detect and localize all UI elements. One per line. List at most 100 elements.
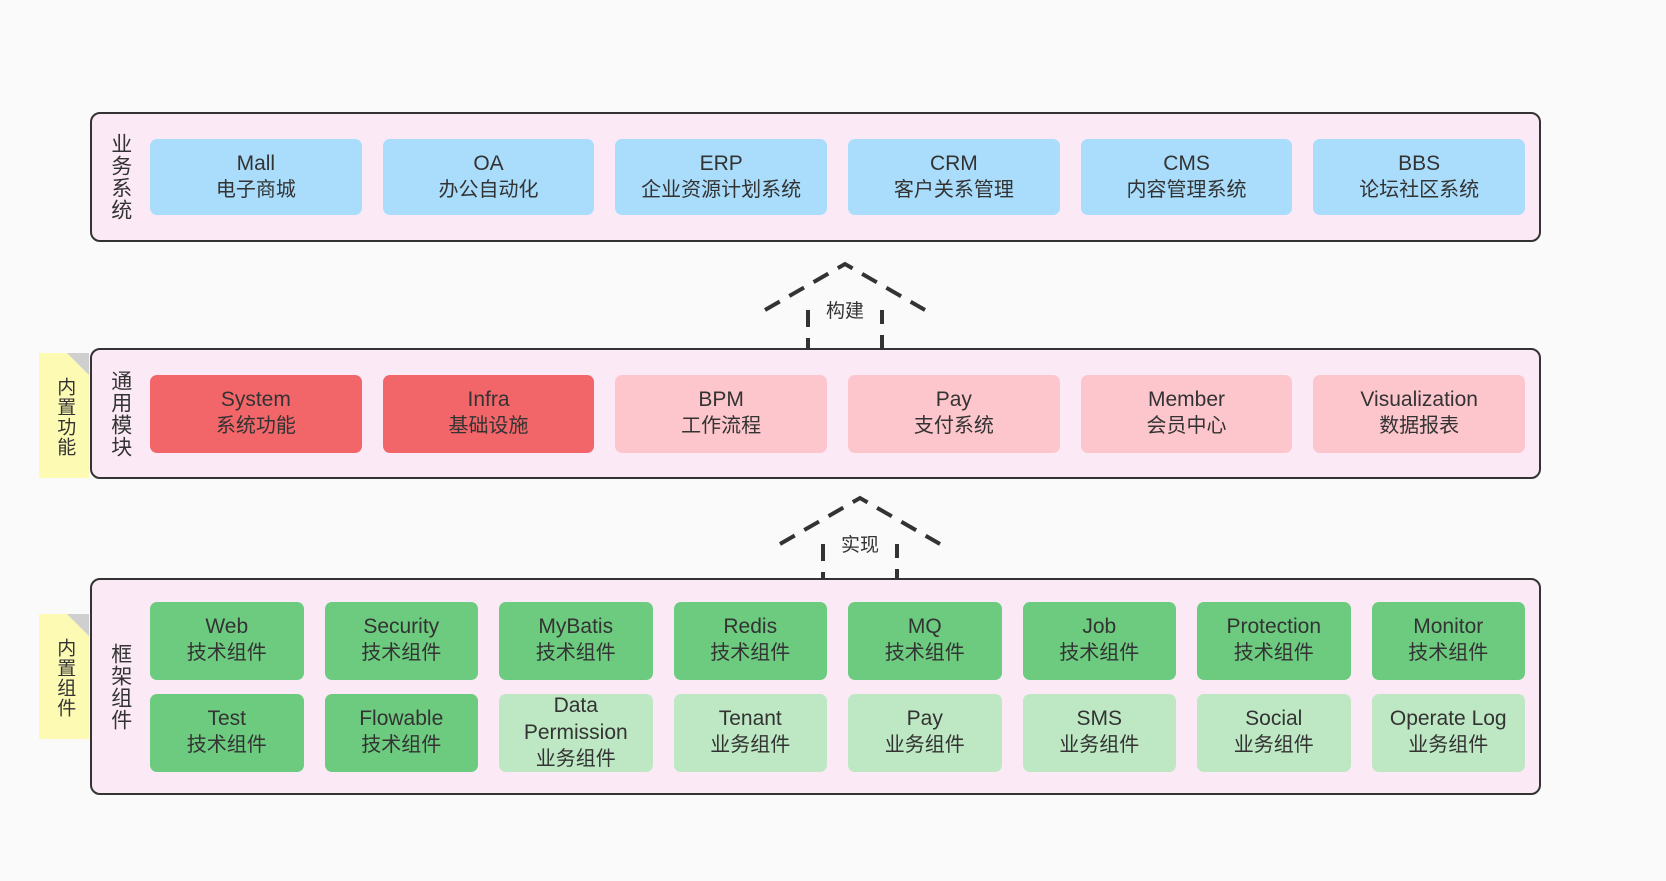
card-title: Tenant bbox=[718, 707, 782, 731]
card-row: Mall 电子商城 OA 办公自动化 ERP 企业资源计划系统 CRM 客户关系… bbox=[150, 139, 1526, 215]
card-row: Web 技术组件 Security 技术组件 MyBatis 技术组件 Redi… bbox=[150, 601, 1525, 680]
card-subtitle: 技术组件 bbox=[710, 642, 791, 665]
card-mall[interactable]: Mall 电子商城 bbox=[150, 139, 362, 215]
card-subtitle: 技术组件 bbox=[186, 642, 267, 665]
card-subtitle: 业务组件 bbox=[1408, 734, 1489, 757]
card-subtitle: 基础设施 bbox=[448, 415, 529, 438]
card-title: Mall bbox=[236, 151, 276, 175]
card-title: Job bbox=[1082, 615, 1117, 639]
card-crm[interactable]: CRM 客户关系管理 bbox=[848, 139, 1060, 215]
card-tenant[interactable]: Tenant 业务组件 bbox=[673, 693, 827, 772]
band-body-common-modules: System 系统功能 Infra 基础设施 BPM 工作流程 Pay 支付系统… bbox=[140, 360, 1526, 467]
card-subtitle: 技术组件 bbox=[535, 642, 616, 665]
card-title: Visualization bbox=[1360, 388, 1478, 412]
card-bbs[interactable]: BBS 论坛社区系统 bbox=[1313, 139, 1526, 215]
band-label-framework-components: 框架组件 bbox=[108, 642, 132, 731]
card-subtitle: 业务组件 bbox=[1059, 734, 1140, 757]
folded-corner-icon bbox=[67, 353, 89, 375]
card-subtitle: 业务组件 bbox=[884, 734, 965, 757]
card-pay-component[interactable]: Pay 业务组件 bbox=[848, 693, 1002, 772]
card-web[interactable]: Web 技术组件 bbox=[150, 601, 304, 680]
card-title: Flowable bbox=[359, 707, 444, 731]
card-title: Redis bbox=[723, 615, 778, 639]
card-pay[interactable]: Pay 支付系统 bbox=[848, 374, 1060, 453]
card-test[interactable]: Test 技术组件 bbox=[150, 693, 304, 772]
card-title: OA bbox=[473, 151, 504, 175]
card-monitor[interactable]: Monitor 技术组件 bbox=[1371, 601, 1525, 680]
card-subtitle: 支付系统 bbox=[913, 415, 994, 438]
connector-label: 实现 bbox=[837, 530, 883, 557]
card-title: MyBatis bbox=[538, 615, 614, 639]
connector-label: 构建 bbox=[822, 296, 868, 323]
card-subtitle: 企业资源计划系统 bbox=[641, 178, 802, 201]
card-title: BPM bbox=[698, 388, 744, 412]
card-subtitle: 客户关系管理 bbox=[893, 178, 1014, 201]
card-subtitle: 系统功能 bbox=[215, 415, 296, 438]
card-subtitle: 业务组件 bbox=[1233, 734, 1314, 757]
sticky-note-label: 内置组件 bbox=[54, 637, 76, 718]
card-subtitle: 技术组件 bbox=[1059, 642, 1140, 665]
card-title: Operate Log bbox=[1389, 707, 1507, 731]
card-infra[interactable]: Infra 基础设施 bbox=[382, 374, 595, 453]
card-title: MQ bbox=[907, 615, 942, 639]
band-common-modules: 通用模块 System 系统功能 Infra 基础设施 BPM 工作流程 Pay… bbox=[90, 348, 1541, 479]
card-title: Data Permission bbox=[523, 693, 628, 744]
card-flowable[interactable]: Flowable 技术组件 bbox=[324, 693, 478, 772]
card-security[interactable]: Security 技术组件 bbox=[324, 601, 478, 680]
card-title: Test bbox=[207, 707, 246, 731]
card-row: System 系统功能 Infra 基础设施 BPM 工作流程 Pay 支付系统… bbox=[150, 374, 1526, 453]
card-subtitle: 业务组件 bbox=[710, 734, 791, 757]
card-title: Member bbox=[1148, 388, 1226, 412]
card-subtitle: 数据报表 bbox=[1379, 415, 1460, 438]
band-label-common-modules: 通用模块 bbox=[108, 369, 132, 458]
card-title: Monitor bbox=[1413, 615, 1484, 639]
card-cms[interactable]: CMS 内容管理系统 bbox=[1080, 139, 1293, 215]
card-mybatis[interactable]: MyBatis 技术组件 bbox=[499, 601, 653, 680]
sticky-note-builtin-functions: 内置功能 bbox=[39, 353, 89, 478]
band-body-business-system: Mall 电子商城 OA 办公自动化 ERP 企业资源计划系统 CRM 客户关系… bbox=[140, 124, 1526, 230]
card-subtitle: 会员中心 bbox=[1146, 415, 1227, 438]
generalization-arrow-icon bbox=[764, 261, 926, 352]
card-title: CRM bbox=[929, 151, 978, 175]
card-mq[interactable]: MQ 技术组件 bbox=[848, 601, 1002, 680]
band-business-system: 业务系统 Mall 电子商城 OA 办公自动化 ERP 企业资源计划系统 CRM… bbox=[90, 112, 1541, 242]
connector-implement: 实现 bbox=[775, 492, 945, 588]
card-title: Web bbox=[205, 615, 249, 639]
card-sms[interactable]: SMS 业务组件 bbox=[1022, 693, 1176, 772]
card-title: Social bbox=[1245, 707, 1303, 731]
card-title: ERP bbox=[699, 151, 743, 175]
card-title: Pay bbox=[906, 707, 943, 731]
card-job[interactable]: Job 技术组件 bbox=[1022, 601, 1176, 680]
generalization-arrow-icon bbox=[779, 495, 941, 586]
card-visualization[interactable]: Visualization 数据报表 bbox=[1313, 374, 1526, 453]
card-title: CMS bbox=[1163, 151, 1210, 175]
card-subtitle: 技术组件 bbox=[361, 734, 442, 757]
card-subtitle: 技术组件 bbox=[1408, 642, 1489, 665]
card-bpm[interactable]: BPM 工作流程 bbox=[615, 374, 828, 453]
band-framework-components: 框架组件 Web 技术组件 Security 技术组件 MyBatis 技术组件… bbox=[90, 578, 1541, 795]
card-title: Infra bbox=[467, 388, 510, 412]
card-subtitle: 技术组件 bbox=[361, 642, 442, 665]
card-redis[interactable]: Redis 技术组件 bbox=[673, 601, 827, 680]
card-title: System bbox=[220, 388, 291, 412]
card-row: Test 技术组件 Flowable 技术组件 Data Permission … bbox=[150, 693, 1525, 772]
folded-corner-icon bbox=[67, 614, 89, 636]
card-social[interactable]: Social 业务组件 bbox=[1197, 693, 1351, 772]
card-subtitle: 工作流程 bbox=[681, 415, 762, 438]
sticky-note-label: 内置功能 bbox=[54, 376, 76, 457]
card-operate-log[interactable]: Operate Log 业务组件 bbox=[1371, 693, 1525, 772]
card-title: BBS bbox=[1398, 151, 1441, 175]
band-label-business-system: 业务系统 bbox=[108, 133, 132, 221]
card-erp[interactable]: ERP 企业资源计划系统 bbox=[615, 139, 828, 215]
connector-build: 构建 bbox=[760, 258, 930, 354]
card-member[interactable]: Member 会员中心 bbox=[1080, 374, 1293, 453]
card-oa[interactable]: OA 办公自动化 bbox=[382, 139, 595, 215]
card-protection[interactable]: Protection 技术组件 bbox=[1197, 601, 1351, 680]
card-title: SMS bbox=[1076, 707, 1122, 731]
card-data-permission[interactable]: Data Permission 业务组件 bbox=[499, 693, 653, 772]
card-system[interactable]: System 系统功能 bbox=[150, 374, 362, 453]
card-title: Protection bbox=[1226, 615, 1322, 639]
card-subtitle: 技术组件 bbox=[186, 734, 267, 757]
card-subtitle: 论坛社区系统 bbox=[1359, 178, 1480, 201]
